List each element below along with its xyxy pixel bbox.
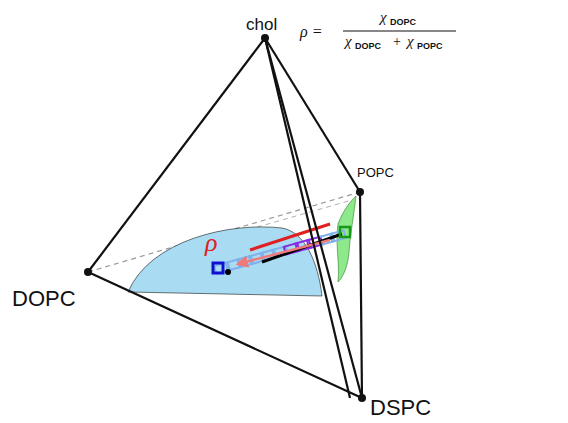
formula-symbol: χ bbox=[407, 34, 414, 49]
formula-subscript: POPC bbox=[417, 42, 443, 51]
formula-symbol: χ bbox=[345, 34, 352, 49]
vertex-label: chol bbox=[246, 16, 277, 33]
parameter-label: ρ bbox=[205, 230, 217, 256]
end-square bbox=[213, 263, 223, 273]
formula-symbol: ρ = bbox=[300, 24, 322, 40]
end-square bbox=[340, 227, 350, 237]
vertex-label: DOPC bbox=[12, 288, 76, 310]
formula-symbol: χ bbox=[380, 10, 387, 25]
tetrahedron-edges bbox=[88, 38, 362, 398]
formula-subscript: DOPC bbox=[355, 42, 381, 51]
formula-subscript: DOPC bbox=[390, 18, 416, 27]
vertex-label: DSPC bbox=[370, 397, 431, 419]
fraction-bar bbox=[343, 31, 456, 32]
vertex-dots bbox=[84, 34, 366, 402]
point-dot bbox=[225, 269, 231, 275]
vertex-label: POPC bbox=[357, 166, 394, 179]
formula-symbol: + bbox=[393, 35, 401, 49]
